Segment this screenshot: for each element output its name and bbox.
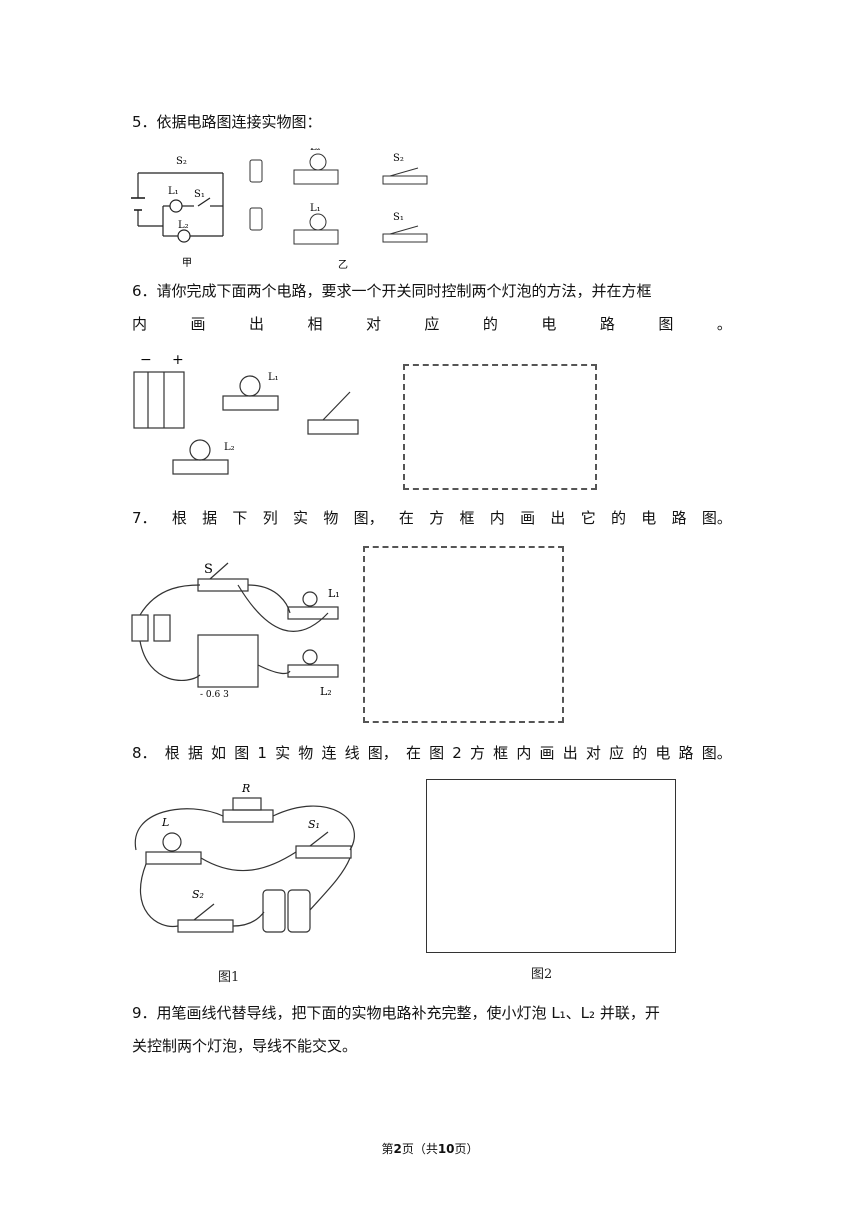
q8-line-char: 1 [257, 744, 267, 762]
q8-line-char: 路 [678, 744, 694, 762]
q7-meter-scale: - 0.6 3 [200, 690, 229, 700]
q6-line-2-char: 电 [541, 315, 557, 333]
q7-label-l1: L₁ [328, 587, 340, 600]
q7-label-s: S [204, 562, 213, 577]
q8-line-char: 出 [562, 744, 578, 762]
q7-line-char: 画 [520, 509, 536, 527]
q8-figure-1: R L S₁ S₂ [134, 782, 355, 933]
q7-line-char: 它 [580, 509, 596, 527]
q5-caption-left: 甲 [182, 258, 192, 269]
q6-line-2-char: 。 [716, 315, 732, 333]
question-6-line-1: 6．请你完成下面两个电路，要求一个开关同时控制两个灯泡的方法，并在方框 [132, 282, 652, 300]
question-5-text: 5．依据电路图连接实物图： [132, 113, 322, 131]
q6-line-2-char: 路 [599, 315, 615, 333]
q7-answer-box[interactable] [363, 546, 564, 723]
q8-line-char: 方 [470, 744, 486, 762]
q7-line-char: 根 [171, 509, 187, 527]
question-9-line-1: 9．用笔画线代替导线，把下面的实物电路补充完整，使小灯泡 L₁、L₂ 并联，开 [132, 1004, 660, 1022]
q7-line-char: 物 [323, 509, 339, 527]
q7-line-char: 路 [671, 509, 687, 527]
q7-line-char: 内 [489, 509, 505, 527]
q6-line-2-char: 的 [482, 315, 498, 333]
q5-label-s1: S₁ [194, 189, 205, 200]
q7-line-char: 7． [132, 509, 157, 527]
q8-line-char: 内 [516, 744, 532, 762]
q8-line-char: 图 [429, 744, 445, 762]
q7-line-char: 实 [293, 509, 309, 527]
q8-line-char: 据 [187, 744, 203, 762]
q6-answer-box[interactable] [403, 364, 597, 490]
q8-line-char: 在 [405, 744, 421, 762]
q8-line-char: 图， [367, 744, 398, 762]
q7-line-char: 图。 [701, 509, 732, 527]
footer-suffix: 页） [454, 1142, 479, 1156]
q5-label-s2: S₂ [176, 156, 187, 167]
question-9-line-2: 关控制两个灯泡，导线不能交叉。 [132, 1037, 358, 1055]
q6-line-2-char: 画 [190, 315, 206, 333]
question-6-line-2: 内 画 出 相 对 应 的 电 路 图 。 [132, 314, 732, 334]
q8-line-char: 根 [164, 744, 180, 762]
q5-obj-label-l2: L₂ [310, 148, 321, 153]
footer-middle: 页（共 [401, 1142, 438, 1156]
q6-line-2-char: 对 [365, 315, 381, 333]
q6-line-2-char: 应 [424, 315, 440, 333]
q6-line-2-char: 相 [307, 315, 323, 333]
q7-line-char: 据 [202, 509, 218, 527]
q8-answer-box[interactable] [426, 779, 676, 953]
q8-figure-2-caption: 图2 [531, 967, 553, 982]
footer-prefix: 第 [381, 1142, 394, 1156]
q7-line-char: 在 [398, 509, 414, 527]
q5-label-l1: L₁ [168, 186, 179, 197]
q7-line-char: 方 [429, 509, 445, 527]
q8-line-char: 8． [132, 744, 157, 762]
q8-line-char: 的 [632, 744, 648, 762]
q8-figure-1-caption: 图1 [218, 970, 240, 985]
q5-label-l2: L₂ [178, 220, 189, 231]
q8-line-char: 如 [211, 744, 227, 762]
q8-line-char: 物 [298, 744, 314, 762]
q8-line-char: 应 [609, 744, 625, 762]
q7-line-char: 出 [550, 509, 566, 527]
q5-circuit-figure: S₂ L₁ S₁ L₂ 甲 L₂ L₁ S₂ S₁ 乙 [131, 148, 428, 271]
q8-label-r: R [241, 782, 250, 795]
q8-line-char: 对 [585, 744, 601, 762]
q8-label-s1: S₁ [308, 818, 320, 831]
q5-caption-right: 乙 [338, 259, 348, 271]
q6-label-l1: L₁ [268, 372, 279, 383]
q8-line-char: 图。 [701, 744, 732, 762]
q7-line-char: 的 [610, 509, 626, 527]
q5-obj-label-s1: S₁ [393, 212, 404, 223]
q6-label-plus: + [172, 352, 184, 368]
page-footer: 第2页（共10页） [0, 1140, 860, 1157]
q6-line-2-char: 图 [658, 315, 674, 333]
question-7-text: 7． 根据下列实物图， 在方框内画出它的电路图。 [132, 508, 732, 528]
q5-obj-label-s2: S₂ [393, 153, 404, 164]
q8-line-char: 画 [539, 744, 555, 762]
q8-line-char: 图 [234, 744, 250, 762]
q6-label-l2: L₂ [224, 442, 235, 453]
q8-line-char: 线 [344, 744, 360, 762]
q6-line-2-char: 内 [132, 315, 148, 333]
q6-objects-figure: − + L₁ L₂ [133, 352, 359, 475]
footer-page-number: 2 [393, 1142, 402, 1156]
q7-line-char: 框 [459, 509, 475, 527]
q7-line-char: 下 [232, 509, 248, 527]
q8-label-s2: S₂ [192, 888, 204, 901]
q8-line-char: 实 [275, 744, 291, 762]
q8-line-char: 框 [493, 744, 509, 762]
footer-total-pages: 10 [437, 1142, 455, 1156]
q7-line-char: 图， [353, 509, 384, 527]
q6-line-2-char: 出 [248, 315, 264, 333]
q5-obj-label-l1: L₁ [310, 203, 321, 214]
q8-line-char: 电 [655, 744, 671, 762]
q7-line-char: 电 [641, 509, 657, 527]
q8-label-l: L [161, 816, 169, 829]
q7-objects-figure: S L₁ L₂ - 0.6 3 [131, 562, 340, 700]
q8-line-char: 2 [452, 744, 462, 762]
q7-label-l2: L₂ [320, 685, 332, 698]
q6-label-minus: − [140, 352, 152, 368]
q8-line-char: 连 [321, 744, 337, 762]
q7-line-char: 列 [262, 509, 278, 527]
